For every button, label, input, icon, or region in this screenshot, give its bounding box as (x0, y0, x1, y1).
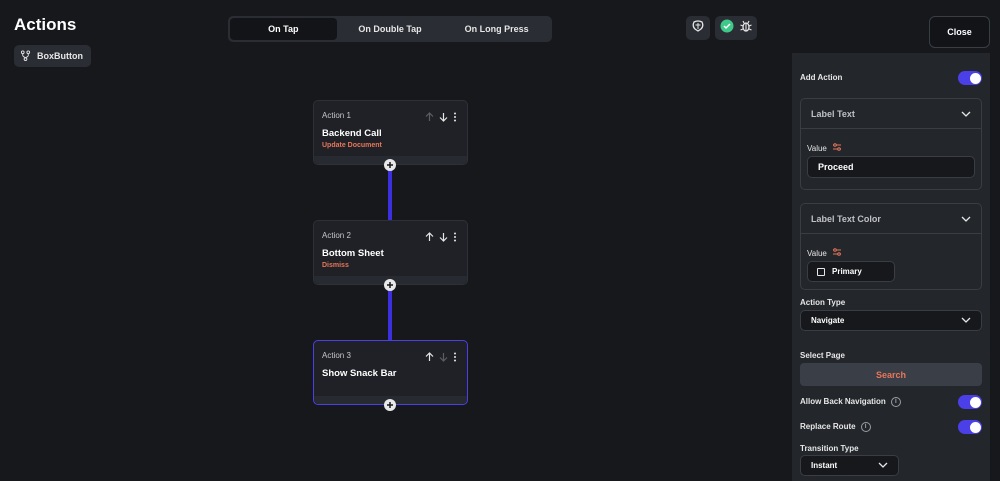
ai-assist-button[interactable] (686, 16, 710, 40)
action-detail: Dismiss (322, 262, 349, 269)
ai-brain-icon (691, 19, 705, 38)
plus-icon (386, 276, 394, 294)
allow-back-label: Allow Back Navigation (800, 397, 886, 406)
action-name: Show Snack Bar (322, 368, 397, 379)
connector-line (388, 290, 392, 340)
label-text-group: Label Text Value Proceed (800, 98, 982, 190)
arrow-down-icon[interactable] (439, 229, 448, 247)
branch-icon (20, 49, 31, 63)
replace-route-label: Replace Route (800, 422, 856, 431)
variable-icon[interactable] (832, 142, 842, 154)
color-swatch (817, 267, 825, 276)
action-index-label: Action 2 (322, 231, 351, 240)
chevron-down-icon (961, 109, 971, 119)
info-icon[interactable]: i (890, 396, 901, 407)
transition-type-value: Instant (811, 461, 838, 470)
arrow-up-icon[interactable] (425, 109, 434, 127)
transition-type-select[interactable]: Instant (800, 455, 899, 476)
variable-icon[interactable] (832, 247, 842, 259)
arrow-up-icon[interactable] (425, 229, 434, 247)
chevron-down-icon (878, 461, 888, 470)
tab-on-long-press[interactable]: On Long Press (464, 24, 529, 34)
arrow-down-icon[interactable] (439, 349, 448, 367)
add-action-plus-button[interactable] (384, 279, 396, 291)
label-text-group-header[interactable]: Label Text (801, 99, 981, 129)
trigger-tabs: On Tap On Double Tap On Long Press (228, 16, 552, 42)
replace-route-row: Replace Route i (800, 420, 982, 434)
arrow-down-icon[interactable] (439, 109, 448, 127)
value-label: Value (807, 143, 827, 153)
allow-back-toggle[interactable] (958, 395, 982, 409)
close-button[interactable]: Close (929, 16, 990, 48)
connector-line (388, 170, 392, 220)
add-action-row: Add Action (800, 71, 982, 85)
group-title: Label Text Color (811, 213, 881, 224)
widget-chip-label: BoxButton (37, 51, 83, 61)
search-page-button[interactable]: Search (800, 363, 982, 386)
chevron-down-icon (961, 214, 971, 224)
page-title: Actions (14, 15, 77, 34)
action-properties-panel: Add Action Label Text Value Proceed Labe… (792, 53, 990, 481)
chevron-down-icon (961, 316, 971, 325)
add-action-label: Add Action (800, 73, 843, 82)
action-type-label: Action Type (800, 298, 846, 307)
action-name: Backend Call (322, 128, 382, 139)
bug-icon[interactable] (739, 19, 753, 38)
label-text-input[interactable]: Proceed (807, 156, 975, 178)
action-index-label: Action 1 (322, 111, 351, 120)
label-text-color-group-header[interactable]: Label Text Color (801, 204, 981, 234)
action-detail: Update Document (322, 142, 382, 149)
transition-type-label: Transition Type (800, 444, 859, 453)
tab-on-tap[interactable]: On Tap (230, 18, 337, 40)
info-icon[interactable]: i (860, 421, 871, 432)
check-circle-icon[interactable] (720, 19, 734, 38)
group-title: Label Text (811, 108, 855, 119)
plus-icon (386, 156, 394, 174)
more-vertical-icon[interactable] (453, 229, 457, 247)
action-type-value: Navigate (811, 316, 845, 325)
action-type-select[interactable]: Navigate (800, 310, 982, 331)
plus-icon (386, 396, 394, 414)
arrow-up-icon[interactable] (425, 349, 434, 367)
allow-back-row: Allow Back Navigation i (800, 395, 982, 409)
more-vertical-icon[interactable] (453, 109, 457, 127)
action-index-label: Action 3 (322, 351, 351, 360)
widget-chip[interactable]: BoxButton (14, 45, 91, 67)
add-action-toggle[interactable] (958, 71, 982, 85)
label-color-value: Primary (832, 267, 862, 276)
add-action-plus-button[interactable] (384, 159, 396, 171)
validation-group (715, 16, 757, 40)
label-text-color-group: Label Text Color Value Primary (800, 203, 982, 290)
select-page-label: Select Page (800, 351, 845, 360)
more-vertical-icon[interactable] (453, 349, 457, 367)
label-color-picker[interactable]: Primary (807, 261, 895, 282)
action-name: Bottom Sheet (322, 248, 384, 259)
add-action-plus-button[interactable] (384, 399, 396, 411)
value-label: Value (807, 248, 827, 258)
replace-route-toggle[interactable] (958, 420, 982, 434)
tab-on-double-tap[interactable]: On Double Tap (358, 24, 422, 34)
